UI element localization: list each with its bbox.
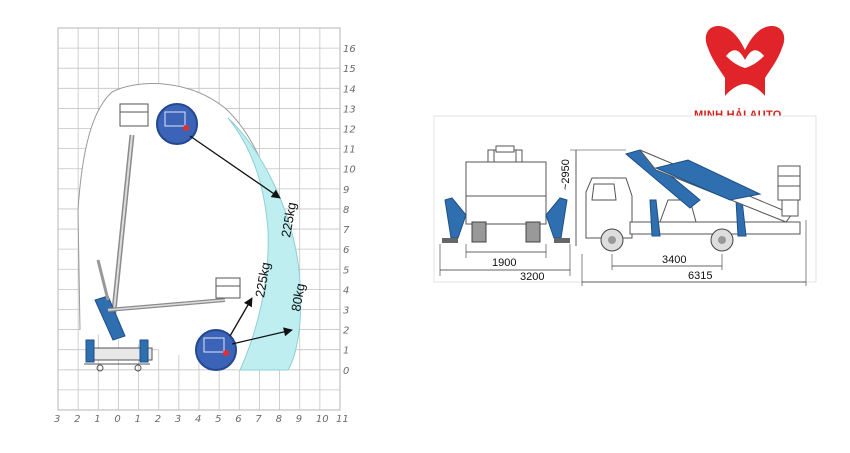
arrow-80kg [231,327,293,345]
side-height: ~2950 [560,159,572,190]
x-tick-label: 7 [255,414,262,425]
load-label-1: 225kg [278,201,299,238]
y-tick-label: 6 [343,245,349,256]
load-label-3: 80kg [288,282,308,312]
boom-raised [109,103,149,331]
x-tick-label: 2 [74,414,80,425]
y-tick-label: 14 [343,84,356,95]
front-width-outer: 3200 [520,271,544,283]
y-tick-label: 3 [343,305,349,316]
y-tick-label: 10 [343,165,356,176]
y-tick-label: 11 [343,145,356,156]
x-tick-label: 6 [235,414,241,425]
y-tick-label: 12 [343,125,356,136]
y-tick-label: 15 [343,64,356,75]
x-tick-label: 4 [195,414,201,425]
basket-badge-bottom [195,329,237,371]
x-tick-label: 11 [336,414,349,425]
brand-logo: MINH HẢI AUTO [694,26,785,121]
y-tick-label: 13 [343,104,356,115]
arrow-225kg-top [189,135,281,199]
side-length: 6315 [688,270,712,282]
side-view [570,149,807,286]
y-tick-label: 1 [343,346,349,357]
y-tick-label: 0 [343,366,349,377]
boom-horizontal [94,259,241,341]
x-tick-label: 8 [276,414,282,425]
y-tick-label: 4 [343,285,349,296]
front-view [439,145,571,276]
x-tick-label: 10 [316,414,329,425]
x-tick-label: 2 [155,414,161,425]
y-tick-label: 5 [343,265,349,276]
x-tick-label: 3 [54,414,60,425]
y-tick-label: 16 [343,44,356,55]
side-wheelbase: 3400 [662,254,686,266]
x-tick-label: 5 [215,414,221,425]
x-tick-label: 0 [114,414,120,425]
load-label-2: 225kg [252,261,273,298]
y-tick-label: 8 [343,205,349,216]
x-tick-label: 1 [94,414,100,425]
x-tick-label: 1 [135,414,141,425]
arrow-225kg-low [229,297,253,337]
basket-badge-top [156,103,198,145]
outreach-zone-80kg [227,117,302,371]
y-tick-label: 2 [343,326,349,337]
truck-base-left [84,339,153,372]
x-tick-label: 3 [175,414,181,425]
y-tick-label: 9 [343,185,349,196]
y-tick-label: 7 [343,225,350,236]
front-width-inner: 1900 [492,257,516,269]
x-tick-label: 9 [296,414,302,425]
